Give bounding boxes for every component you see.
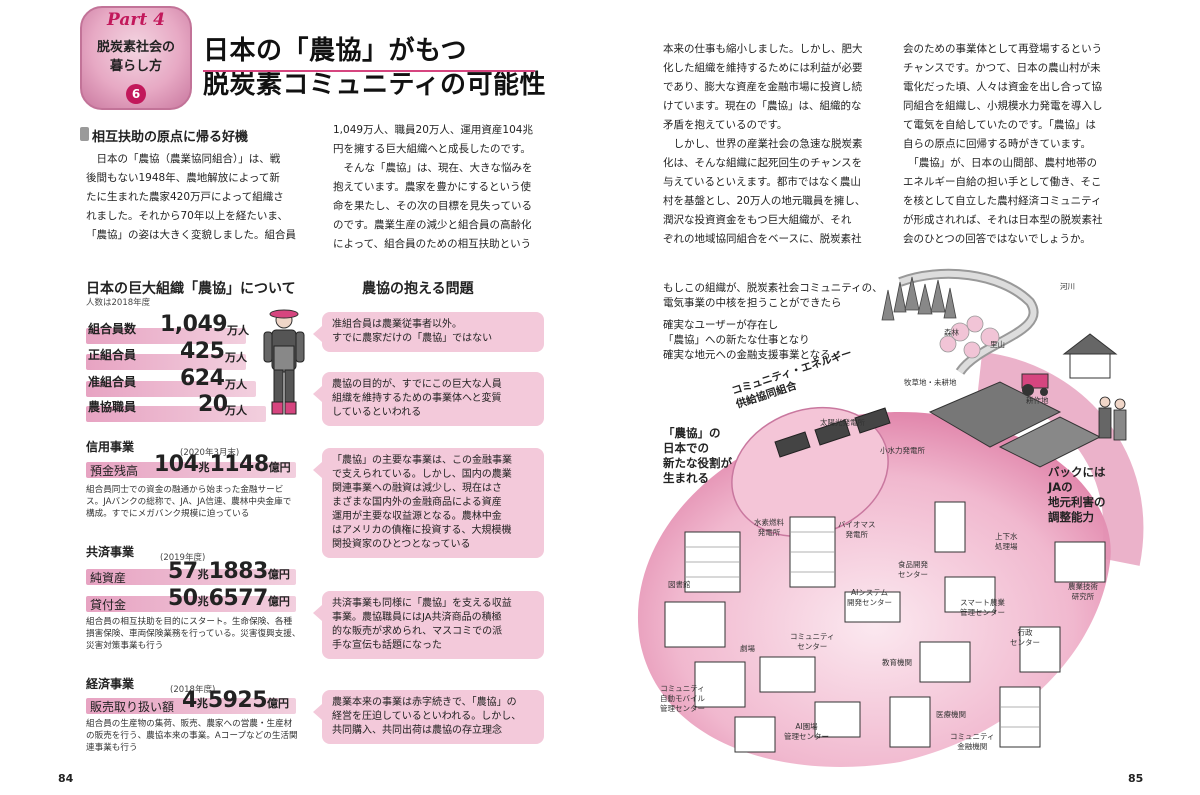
callout-5: 農業本来の事業は赤字続きで、「農協」の 経営を圧迫しているといわれる。しかし、 … xyxy=(313,690,544,744)
label-edu: 教育機関 xyxy=(882,658,912,667)
stat-unit: 万人 xyxy=(225,351,247,364)
mutual-note: (2019年度) xyxy=(160,553,206,563)
stat-label: 組合員数 xyxy=(88,322,137,336)
part-subtitle: 脱炭素社会の 暮らし方 xyxy=(96,40,175,74)
part-badge: Part 4 脱炭素社会の 暮らし方 6 xyxy=(80,6,192,110)
label-farmland: 耕作地 xyxy=(1026,396,1049,405)
stat-bar xyxy=(86,698,296,714)
body-col-2: 1,049万人、職員20万人、運用資産104兆 円を擁する巨大組織へと成長したの… xyxy=(333,124,533,250)
section-title-problems: 農協の抱える問題 xyxy=(362,281,474,297)
economic-desc: 組合員の生産物の集荷、販売、農家への営農・生産材 の販売を行う、農協本来の事業。… xyxy=(86,719,298,753)
stat-label: 預金残高 xyxy=(90,464,139,478)
stat-unit: 万人 xyxy=(225,378,247,391)
label-medical: 医療機関 xyxy=(936,710,966,719)
credit-value: 104兆1148億円 xyxy=(154,452,291,477)
stat-label: 正組合員 xyxy=(88,348,137,362)
callout-1: 准組合員は農業従事者以外。 すでに農家だけの「農協」ではない xyxy=(313,312,544,352)
category-mutual: 共済事業 xyxy=(86,545,135,559)
label-hydro: 小水力発電所 xyxy=(880,446,925,455)
stat-value: 425 xyxy=(180,339,225,364)
callout-3: 「農協」の主要な事業は、この金融事業 で支えられている。しかし、国内の農業 関連… xyxy=(313,448,544,558)
economic-note: (2018年度) xyxy=(170,685,216,695)
body-col-3: 本来の仕事も縮小しました。しかし、肥大 化した組織を維持するためには利益が必要 … xyxy=(663,43,866,245)
credit-note: (2020年3月末) xyxy=(180,448,240,458)
illus-points: 確実なユーザーが存在し 「農協」への新たな仕事となり 確実な地元への金融支援事業… xyxy=(663,319,831,361)
category-credit: 信用事業 xyxy=(86,440,135,454)
illus-backing: バックには JAの 地元利害の 調整能力 xyxy=(1048,465,1106,524)
title-underline xyxy=(203,70,535,72)
page-number-right: 85 xyxy=(1128,772,1144,785)
member-note: 人数は2018年度 xyxy=(86,298,151,308)
economic-value: 4兆5925億円 xyxy=(182,688,290,713)
stat-unit: 万人 xyxy=(227,324,249,337)
label-biomass: バイオマス 発電所 xyxy=(838,520,876,539)
stat-unit: 万人 xyxy=(225,404,247,417)
credit-desc: 組合員同士での資金の融通から始まった金融サービ ス。JAバンクの総称で、JA、J… xyxy=(86,485,292,519)
label-food: 食品開発 センター xyxy=(898,560,928,579)
label-gov: 行政 センター xyxy=(1010,628,1040,647)
stat-label: 販売取り扱い額 xyxy=(90,700,175,714)
stat-label: 農協職員 xyxy=(88,400,137,414)
label-water: 上下水 処理場 xyxy=(995,532,1018,551)
label-hydrogen: 水素燃料 発電所 xyxy=(754,518,784,537)
community-illustration xyxy=(637,268,1144,767)
stat-bar xyxy=(86,569,296,585)
mutual-value: 57兆1883億円 xyxy=(168,559,290,584)
mutual-desc: 組合員の相互扶助を目的にスタート。生命保険、各種 損害保険、車両保険業務を行って… xyxy=(86,617,301,651)
label-forest: 森林 xyxy=(944,328,959,337)
page-title: 日本の「農協」がもつ 脱炭素コミュニティの可能性 xyxy=(203,36,546,100)
stat-label: 貸付金 xyxy=(90,598,127,612)
stat-label: 准組合員 xyxy=(88,375,137,389)
label-aifarm: AI園場 管理センター xyxy=(784,722,829,741)
label-smartfarm: スマート農業 管理センター xyxy=(960,598,1005,617)
illus-intro: もしこの組織が、脱炭素社会コミュニティの、 電気事業の中核を担うことができたら xyxy=(663,282,883,309)
label-agritech: 農業技術 研究所 xyxy=(1068,582,1098,601)
label-livestock: 牧草地・未耕地 xyxy=(904,378,957,387)
label-village: 里山 xyxy=(990,340,1005,349)
illus-new-role: 「農協」の 日本での 新たな役割が 生まれる xyxy=(663,426,732,485)
label-finance: コミュニティ 金融機関 xyxy=(950,732,995,751)
label-community: コミュニティ センター xyxy=(790,632,835,651)
stat-bar xyxy=(86,381,256,397)
stat-bar xyxy=(86,354,246,370)
body-col-4: 会のための事業体として再登場するという チャンスです。かつて、日本の農山村が未 … xyxy=(903,43,1103,245)
mutual-value: 50兆6577億円 xyxy=(168,586,290,611)
stat-value: 1,049 xyxy=(160,312,228,337)
stat-bar xyxy=(86,596,296,612)
stat-value: 20 xyxy=(198,392,228,417)
label-ai: AIシステム 開発センター xyxy=(847,588,892,607)
farmer-icon xyxy=(263,309,305,415)
page-number-left: 84 xyxy=(58,772,74,785)
section-title-org: 日本の巨大組織「農協」について xyxy=(86,281,296,297)
stat-value: 624 xyxy=(180,366,225,391)
label-theater: 劇場 xyxy=(740,644,755,653)
body-col-1: 日本の「農協（農業協同組合）」は、戦 後間もない1948年、農地解放によって新 … xyxy=(86,153,296,241)
label-mobility: コミュニティ 自動モバイル 管理センター xyxy=(660,684,705,713)
stat-bar xyxy=(86,406,266,422)
stat-bar xyxy=(86,462,296,478)
label-library: 図書館 xyxy=(668,580,691,589)
callout-2: 農協の目的が、すでにこの巨大な人員 組織を維持するための事業体へと変質 している… xyxy=(313,372,544,426)
label-solar: 太陽光発電所 xyxy=(820,418,865,427)
section-heading: 相互扶助の原点に帰る好機 xyxy=(79,126,248,145)
stat-bar xyxy=(86,328,246,344)
stat-label: 純資産 xyxy=(90,571,127,585)
callout-4: 共済事業も同様に「農協」を支える収益 事業。農協職員にはJA共済商品の積極 的な… xyxy=(313,591,544,659)
category-economic: 経済事業 xyxy=(86,677,135,691)
part-label: Part 4 xyxy=(107,10,165,30)
part-number: 6 xyxy=(82,84,190,104)
label-river: 河川 xyxy=(1060,282,1075,291)
